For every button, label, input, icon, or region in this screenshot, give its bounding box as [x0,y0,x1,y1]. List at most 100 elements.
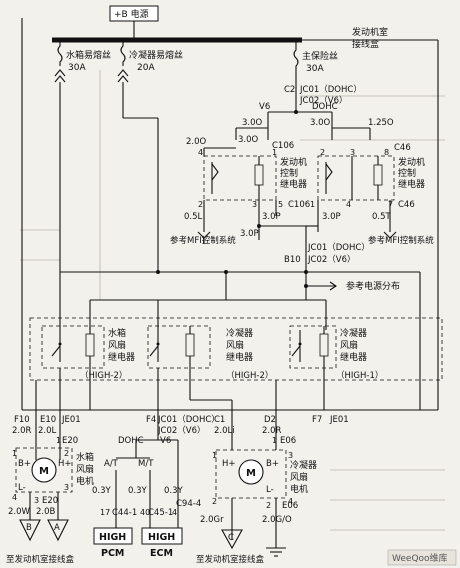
right-wire-3-0o: 3.0O [310,118,331,128]
left-mfi-ref: 参考MFI控制系统 [170,235,236,246]
cond-wire-2-0go: 2.0G/O [262,515,292,525]
engine-box-label-2: 接线盒 [352,38,379,50]
cond-motor-name-1: 冷凝器 [290,459,317,471]
fan-relays-row: 水箱 风扇 继电器 （HIGH-2） 冷凝器 风扇 继电器 （HIGH-2） [29,317,443,381]
c44-1-connector: C44-1 [112,508,137,518]
cond1-relay-name-1: 冷凝器 [340,327,367,339]
e06-connector-top: E06 [280,436,296,446]
left-relay-name-1: 发动机 [280,156,307,168]
connector-c-label: C [228,533,234,543]
cond2-relay-name-3: 继电器 [226,351,253,363]
right-c46-top: C46 [394,143,411,153]
left-wire-3-0p-b: 3.0P [240,229,259,239]
e10-connector: E10 [40,415,56,425]
rad-fuse-rating: 30A [68,63,86,73]
e20-connector-top: E20 [62,436,78,446]
dohc-branch: DOHC [312,102,338,112]
ecm-label: ECM [150,548,173,559]
je01-left: JE01 [61,415,81,425]
right-pin-2: 2 [320,148,325,157]
main-fuse-rating: 30A [306,64,324,74]
rad-motor-name-1: 水箱 [76,451,94,463]
left-wire-2-0o: 2.0O [186,137,207,147]
rad-motor-pin-1: 1 [12,449,17,458]
rad-motor-b-plus: B+ [18,459,31,469]
at-selector: A/T [104,459,119,469]
right-relay-name-1: 发动机 [398,156,425,168]
cond-fuse-name: 冷凝器易熔丝 [129,49,183,61]
right-pin-4: 4 [346,200,351,209]
rad-motor-pin-2: 2 [64,449,69,458]
background-texture [20,70,445,531]
right-relay-name-2: 控制 [398,167,416,179]
rad-motor-l-minus: L- [18,483,26,493]
b-power-label: +B 电源 [114,8,149,20]
rad-relay-name-2: 风扇 [108,339,126,351]
pcm-label: PCM [101,548,124,559]
watermark-text: WeeQoo维库 [392,552,448,564]
cond-e06-connector: E06 [282,501,298,511]
right-c46-bottom: C46 [398,200,415,210]
ecm-high-box [141,527,183,545]
cond-motor-pin-3: 3 [288,451,293,460]
left-pin-2: 2 [198,200,203,209]
jc02-v6-top: JC02（V6） [299,95,347,106]
cond2-relay-name-2: 风扇 [226,339,244,351]
rad-e20-pin-3: 3 [34,496,39,505]
left-c106-bottom: C106 [288,200,310,210]
rad-wire-2-0b: 2.0B [36,507,56,517]
rad-motor-h-plus: H+ [58,459,72,469]
power-section: +B 电源 发动机室 接线盒 水箱易熔丝 30A 冷凝器易熔丝 20A 主保险丝… [52,5,388,330]
v6-branch: V6 [259,102,270,112]
left-pin-5: 5 [278,200,283,209]
rad-fan-motor: M B+ H+ L- 1 2 3 4 水箱 风扇 电机 3 E20 2.0W 2… [8,440,94,542]
connector-a-triangle [47,519,69,542]
cond-fuse-symbol [120,42,126,66]
wire-2-0l-left: 2.0L [38,426,57,436]
cond-fuse-rating: 20A [137,63,155,73]
cond-e06-pin-2: 2 [266,501,271,510]
mt-selector: M/T [138,459,154,469]
wire-0-3y-1: 0.3Y [92,486,112,496]
watermark-badge [387,549,457,566]
connector-a-label: A [54,523,60,533]
left-pin-4: 4 [198,148,203,157]
cond1-relay-name-3: 继电器 [340,351,367,363]
junction-b10: B10 JC01（DOHC） JC02（V6） 参考电源分布 [60,226,421,410]
left-relay-name-2: 控制 [280,167,298,179]
jc01-dohc-mid: JC01（DOHC） [307,242,370,253]
fan-relay-frame [29,317,443,381]
rad-wire-2-0w: 2.0W [8,507,31,517]
je01-right: JE01 [329,415,349,425]
cond2-relay-name-1: 冷凝器 [226,327,253,339]
engine-control-relay-left: 3.0O 3.0O 2.0O 4 1 C106 发动机 控制 继电器 2 3 5… [170,118,310,246]
cond-motor-m: M [246,468,256,479]
v6-selector: V6 [160,436,171,446]
engine-control-relay-right: 3.0O 1.25O 2 3 8 C46 发动机 控制 继电器 1 4 7 C4… [306,118,434,246]
right-wire-1-25o: 1.25O [368,118,394,128]
left-relay-box [203,155,277,201]
right-mfi-ref: 参考MFI控制系统 [368,235,434,246]
right-relay-name-3: 继电器 [398,178,425,190]
engine-box-label-1: 发动机室 [352,26,388,38]
pcm-high-label: HIGH [99,532,126,543]
right-relay-box [317,155,395,201]
cond1-relay-mode: （HIGH-1） [336,370,383,381]
pcm-pin-17: 17 [100,508,110,517]
to-engine-box-right: 至发动机室接线盒 [196,554,265,565]
ecm-high-label: HIGH [148,532,175,543]
cond-fan-relay-high1: 冷凝器 风扇 继电器 （HIGH-1） [289,325,383,381]
b10-connector: B10 [284,255,301,265]
left-wire-3-0p-a: 3.0P [262,212,281,222]
wire-0-3y-3: 0.3Y [164,486,184,496]
right-wire-3-0p: 3.0P [322,212,341,222]
d2-connector: D2 [264,415,276,425]
power-distribution-ref: 参考电源分布 [346,280,400,292]
rad-motor-pin-3: 3 [64,483,69,492]
cond-motor-pin-1: 1 [212,451,217,460]
jc02-v6-low: JC02（V6） [157,425,205,436]
left-pin-3: 3 [252,200,257,209]
c45-1-connector: C45-1 [148,508,173,518]
right-pin-1: 1 [310,200,315,209]
